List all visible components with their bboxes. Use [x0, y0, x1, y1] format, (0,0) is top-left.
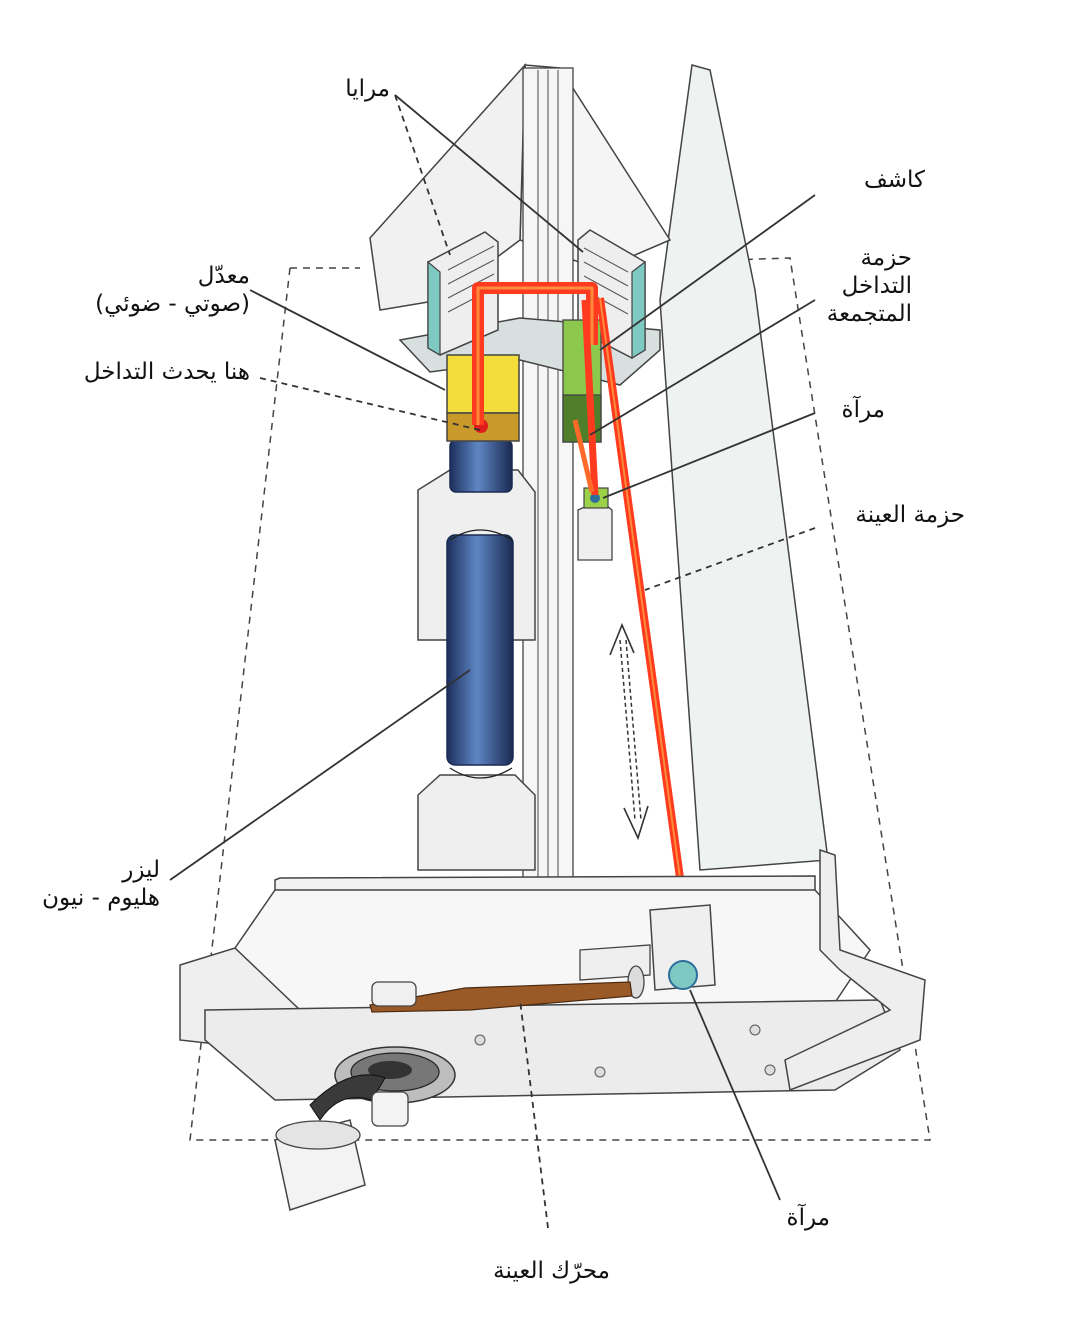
label-interference-here: هنا يحدث التداخل [83, 359, 250, 385]
label-mirrors: مرايا [345, 76, 390, 102]
right-wedge-panel [659, 64, 829, 871]
laser-tube [446, 439, 514, 779]
label-mirror-upper: مرآة [841, 397, 885, 423]
leader-lines [169, 94, 816, 1229]
label-combined-beam-line-1: حزمة [860, 245, 912, 271]
label-combined-beam: حزمة التداخل المتجمعة [827, 244, 912, 328]
label-sample-beam: حزمة العينة [855, 502, 965, 528]
label-detector: كاشف [863, 167, 925, 193]
label-laser-line-1: ليزر [122, 857, 160, 883]
base-assembly [179, 848, 926, 1101]
sample-carriage [579, 904, 716, 999]
housing-outline [189, 257, 931, 1141]
label-mirror-lower: مرآة [786, 1205, 830, 1231]
motion-arrow [609, 622, 649, 841]
vertical-rail [522, 67, 574, 879]
label-laser: ليزر هليوم - نيون [42, 856, 160, 912]
label-combined-beam-line-2: التداخل [841, 273, 912, 299]
label-sample-motor: محرّك العينة [493, 1258, 610, 1284]
label-modulator: معدّل (صوتي - ضوئي) [95, 262, 250, 318]
upper-mirror-holder [577, 487, 613, 561]
label-combined-beam-line-3: المتجمعة [826, 301, 912, 327]
label-modulator-line-2: (صوتي - ضوئي) [95, 291, 250, 317]
label-laser-line-2: هليوم - نيون [42, 885, 160, 911]
drive-belt [369, 981, 633, 1013]
sample-motor [274, 1046, 456, 1211]
label-modulator-line-1: معدّل [197, 263, 250, 289]
